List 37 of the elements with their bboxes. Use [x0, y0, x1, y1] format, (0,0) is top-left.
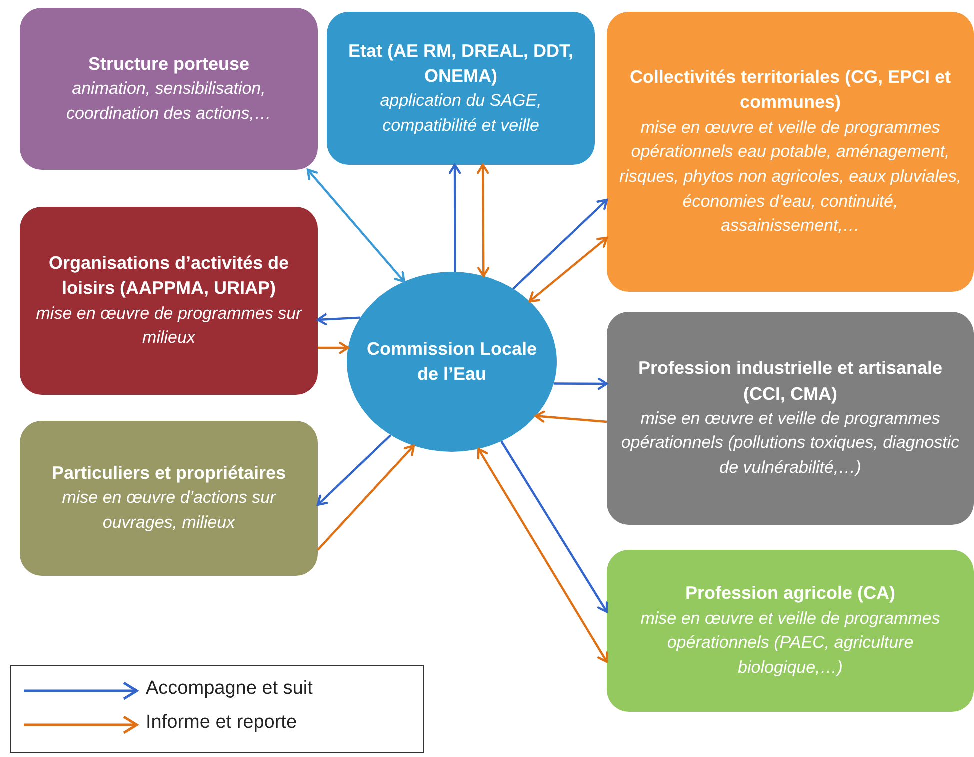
arrow [317, 444, 416, 551]
rounded-box [20, 421, 318, 576]
legend-label: Informe et reporte [146, 712, 298, 734]
box-heading: Etat (AE RM, DREAL, DDT, ONEMA) [348, 40, 574, 88]
arrow [316, 434, 392, 506]
arrow [448, 164, 462, 272]
arrow [500, 440, 608, 614]
rounded-box [20, 207, 318, 395]
arrow [306, 168, 406, 283]
arrow [318, 342, 350, 354]
node-label: Commission Locale de l’Eau [366, 338, 538, 386]
arrow [316, 314, 361, 326]
arrow [512, 198, 608, 290]
box-heading: Collectivités territoriales (CG, EPCI et communes) [628, 66, 952, 114]
box-description: mise en œuvre et veille de programmes opérationnels (pollutions toxiques, diagnostic de vulnérabilité,…) [620, 408, 961, 479]
box-heading: Particuliers et propriétaires [52, 462, 286, 486]
rounded-box [607, 12, 974, 292]
rounded-box [607, 550, 974, 712]
arrow [554, 378, 608, 390]
arrow [534, 410, 608, 424]
box-description: mise en œuvre de programmes sur milieux [35, 302, 304, 350]
box-description: mise en œuvre d’actions sur ouvrages, milieux [61, 487, 278, 534]
arrow [528, 236, 608, 303]
box-heading: Structure porteuse [88, 52, 250, 76]
box-description: mise en œuvre et veille de programmes opérationnels eau potable, aménagement, risques, phytos non agricoles, eaux pluviales, économies d’eau, continuité, assainissement,… [619, 116, 962, 238]
legend-label: Accompagne et suit [146, 678, 313, 700]
rounded-box [607, 312, 974, 525]
box-heading: Organisations d’activités de loisirs (AAPPMA, URIAP) [48, 252, 290, 300]
box-heading: Profession industrielle et artisanale (CCI, CMA) [637, 357, 944, 406]
arrow [477, 448, 608, 664]
box-description: application du SAGE, compatibilité et veille [379, 90, 543, 137]
box-description: animation, sensibilisation, coordination des actions,… [65, 78, 273, 125]
box-description: mise en œuvre et veille de programmes opérationnels (PAEC, agriculture biologique,…) [640, 608, 942, 679]
arrow [476, 164, 490, 278]
rounded-box [327, 12, 595, 165]
box-heading: Profession agricole (CA) [685, 582, 896, 606]
rounded-box [20, 8, 318, 170]
